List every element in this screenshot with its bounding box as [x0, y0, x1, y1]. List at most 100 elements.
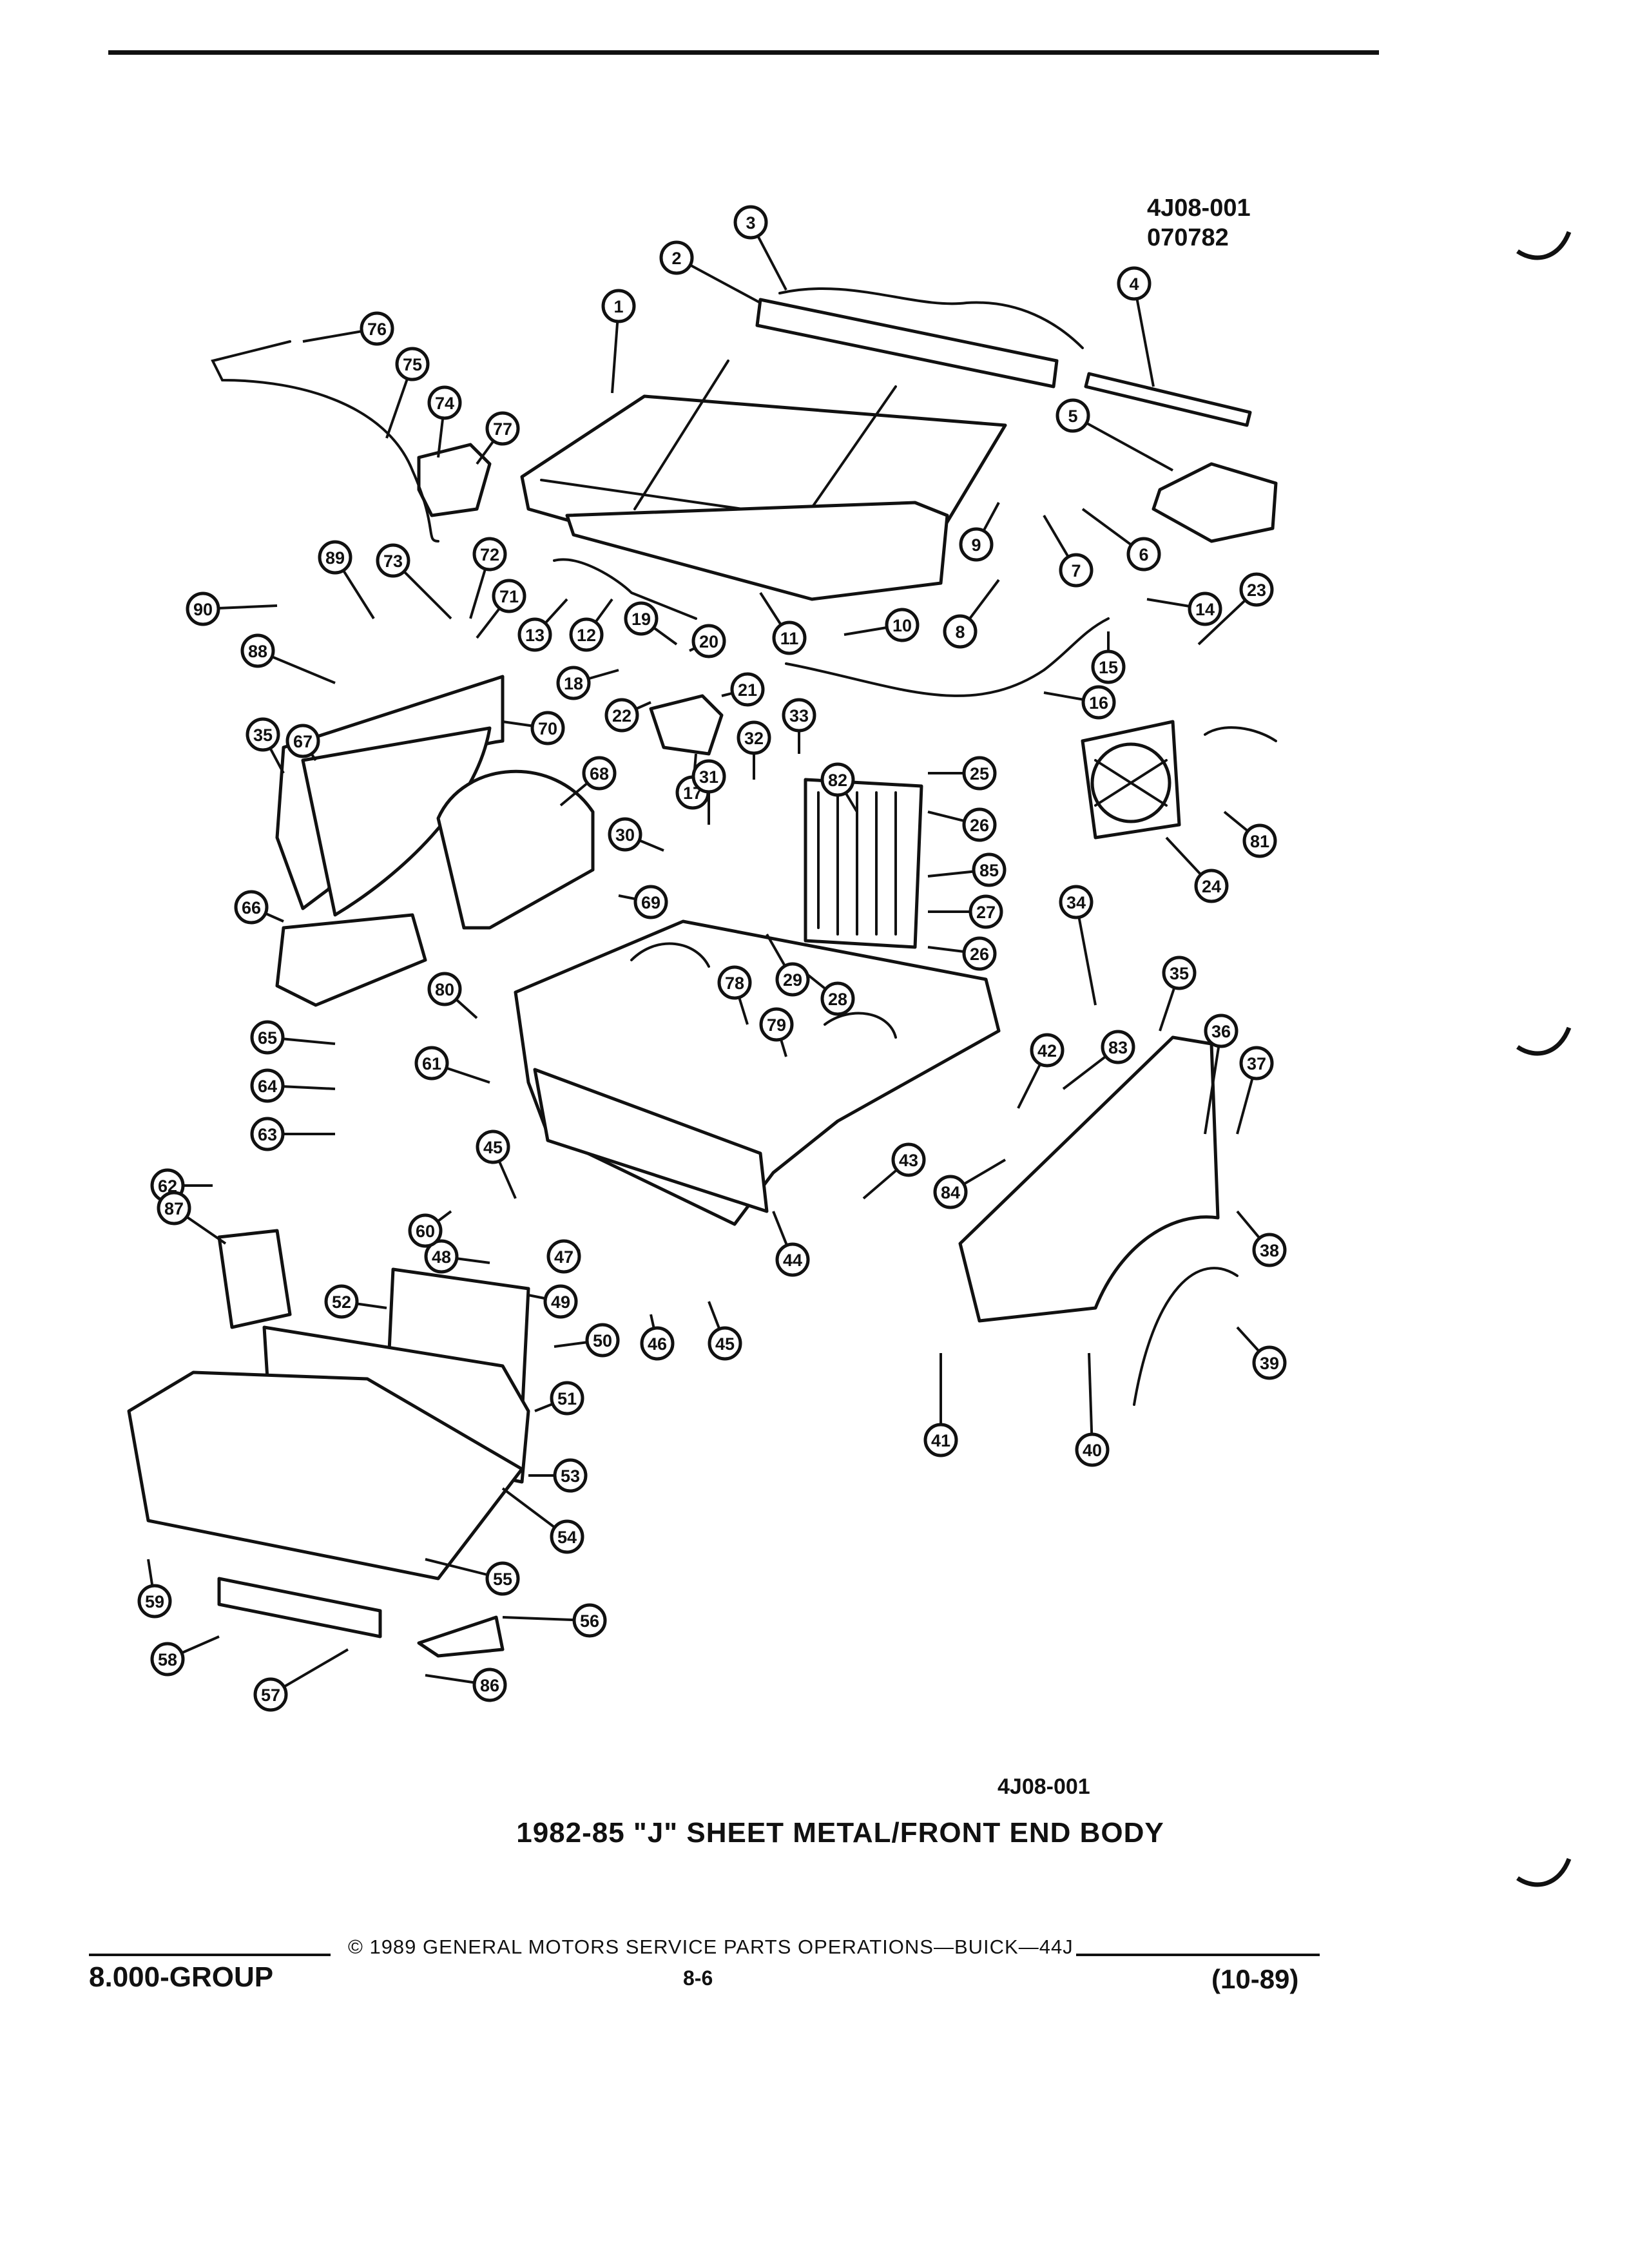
callout-number: 24	[1202, 877, 1221, 896]
callout-number: 87	[164, 1199, 184, 1218]
callout-circle	[608, 817, 642, 852]
callout-circle	[959, 527, 994, 562]
part-callout-65: 65	[250, 1020, 285, 1055]
part-callout-52: 52	[324, 1284, 359, 1319]
part-callout-15: 15	[1091, 649, 1126, 684]
part-callout-18: 18	[556, 666, 591, 700]
callout-circle	[775, 962, 810, 997]
callout-number: 65	[258, 1028, 277, 1048]
callout-number: 35	[253, 726, 273, 745]
part-callout-32: 32	[737, 720, 771, 755]
callout-number: 1	[613, 297, 623, 316]
callout-number: 10	[892, 616, 912, 635]
part-callout-66: 66	[234, 890, 269, 925]
hood-front-weatherstrip	[778, 287, 1084, 349]
callout-circle	[476, 1129, 510, 1164]
part-callout-26: 26	[962, 936, 997, 971]
callout-circle	[1162, 956, 1197, 990]
callout-number: 54	[557, 1528, 577, 1547]
callout-circle	[1252, 1233, 1287, 1267]
part-callout-77: 77	[485, 411, 520, 446]
callout-number: 84	[941, 1183, 960, 1202]
part-callout-28: 28	[820, 981, 855, 1016]
part-callout-46: 46	[640, 1326, 675, 1361]
part-callout-55: 55	[485, 1561, 520, 1596]
fan-wiring-harness	[1204, 726, 1277, 742]
callout-circle	[250, 1117, 285, 1151]
part-callout-74: 74	[427, 385, 462, 420]
part-callout-53: 53	[553, 1458, 588, 1493]
callout-circle	[324, 1284, 359, 1319]
callout-circle	[472, 1667, 507, 1702]
part-callout-37: 37	[1239, 1046, 1274, 1081]
callout-circle	[246, 717, 280, 752]
callout-circle	[517, 617, 552, 652]
callout-number: 67	[293, 732, 313, 751]
part-callout-82: 82	[820, 762, 855, 797]
callout-number: 26	[970, 816, 989, 835]
callout-circle	[550, 1519, 584, 1554]
callout-number: 88	[248, 642, 267, 661]
callout-number: 80	[435, 980, 454, 999]
callout-number: 49	[551, 1293, 570, 1312]
part-callout-10: 10	[885, 608, 920, 642]
part-callout-71: 71	[492, 579, 526, 613]
callout-number: 66	[242, 898, 261, 918]
part-callout-68: 68	[582, 756, 617, 791]
callout-number: 76	[367, 320, 387, 339]
wheel-opening-molding	[1133, 1267, 1239, 1406]
splash-shield	[275, 913, 427, 1007]
callout-circle	[708, 1326, 742, 1361]
part-callout-7: 7	[1059, 553, 1094, 588]
callout-circle	[782, 698, 816, 733]
callout-circle	[186, 591, 220, 626]
part-callout-35: 35	[246, 717, 280, 752]
callout-number: 46	[648, 1334, 667, 1354]
part-callout-39: 39	[1252, 1345, 1287, 1380]
callout-circle	[240, 633, 275, 668]
callout-circle	[553, 1458, 588, 1493]
part-callout-44: 44	[775, 1242, 810, 1277]
callout-circle	[408, 1213, 443, 1248]
part-callout-36: 36	[1204, 1014, 1239, 1048]
part-callout-88: 88	[240, 633, 275, 668]
callout-circle	[137, 1584, 172, 1619]
callout-circle	[1059, 553, 1094, 588]
callout-number: 60	[416, 1222, 435, 1241]
callout-circle	[759, 1007, 794, 1042]
callout-number: 20	[699, 632, 718, 651]
part-callout-38: 38	[1252, 1233, 1287, 1267]
part-callout-42: 42	[1030, 1033, 1065, 1068]
callout-circle	[820, 762, 855, 797]
callout-circle	[737, 720, 771, 755]
air-deflector	[217, 1229, 292, 1329]
callout-circle	[427, 972, 462, 1006]
callout-circle	[492, 579, 526, 613]
part-callout-23: 23	[1239, 572, 1274, 607]
part-callout-73: 73	[376, 543, 410, 578]
callout-number: 90	[193, 600, 213, 619]
part-callout-3: 3	[733, 205, 768, 240]
callout-circle	[360, 311, 394, 346]
part-callout-63: 63	[250, 1117, 285, 1151]
callout-number: 13	[525, 626, 545, 645]
part-callout-54: 54	[550, 1519, 584, 1554]
washer-hose	[211, 340, 439, 543]
callout-circle	[543, 1284, 578, 1319]
callout-circle	[1055, 398, 1090, 433]
callout-circle	[820, 981, 855, 1016]
washer-reservoir	[417, 443, 492, 517]
hood-rear-seal	[755, 298, 1059, 389]
callout-circle	[1126, 537, 1161, 572]
callout-circle	[485, 1561, 520, 1596]
callout-circle	[1188, 591, 1222, 626]
part-callout-19: 19	[624, 601, 659, 636]
part-callout-69: 69	[633, 885, 668, 919]
callout-circle	[604, 698, 639, 733]
binder-mark-bottom	[1516, 1858, 1572, 1887]
callout-number: 23	[1247, 581, 1266, 600]
part-callout-50: 50	[585, 1323, 620, 1358]
callout-number: 69	[641, 893, 660, 912]
part-callout-59: 59	[137, 1584, 172, 1619]
